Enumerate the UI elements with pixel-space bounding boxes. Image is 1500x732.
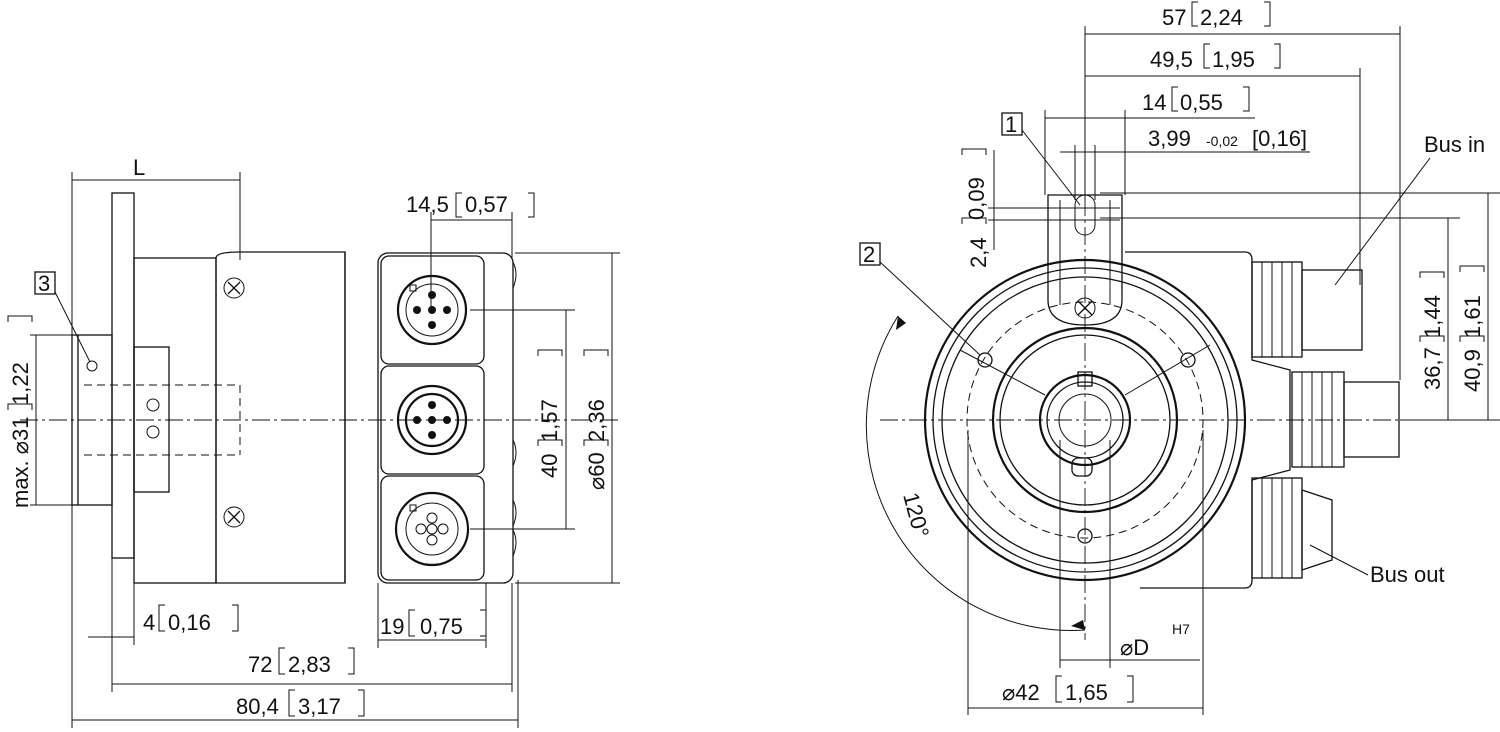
dim-40-9: 40,9 xyxy=(1460,349,1485,392)
dim-L: L xyxy=(133,155,145,180)
screw-icon-top xyxy=(223,277,245,299)
dim-1-95: 1,95 xyxy=(1212,47,1255,72)
side-view: L 14,5 0,57 40 1,57 ⌀60 2,36 max. ⌀31 1,… xyxy=(7,155,620,728)
front-view: 57 2,24 49,5 1,95 14 0,55 3,99 -0,02 [0,… xyxy=(859,1,1500,715)
dim-2-83: 2,83 xyxy=(288,652,331,677)
cable-gland-icon-in xyxy=(1251,261,1363,358)
connector-icon-3 xyxy=(394,491,470,567)
dim-2-24: 2,24 xyxy=(1200,5,1243,30)
dim-H7: H7 xyxy=(1172,621,1190,637)
dim-4: 4 xyxy=(143,610,155,635)
screw-icon-bottom xyxy=(223,506,245,528)
dim-1-22: 1,22 xyxy=(8,362,33,405)
dim-0-75: 0,75 xyxy=(420,614,463,639)
bus-in-label: Bus in xyxy=(1424,132,1485,157)
dim-57: 57 xyxy=(1162,5,1186,30)
dim-49-5: 49,5 xyxy=(1150,47,1193,72)
dim-0-55: 0,55 xyxy=(1180,90,1223,115)
cable-gland-icon-mid xyxy=(1291,371,1400,468)
cable-gland-icon-out xyxy=(1251,477,1333,579)
dim-1-57: 1,57 xyxy=(537,399,562,442)
dim-2-36: 2,36 xyxy=(584,399,609,442)
dim-tolerance: -0,02 xyxy=(1206,133,1238,149)
dim-1-61: 1,61 xyxy=(1460,295,1485,338)
dim-40: 40 xyxy=(537,454,562,478)
dim-36-7: 36,7 xyxy=(1420,347,1445,390)
dim-2-4: 2,4 xyxy=(966,237,991,268)
dim-14-5: 14,5 xyxy=(406,192,449,217)
dim-0-16: 0,16 xyxy=(168,610,211,635)
dim-3-99: 3,99 xyxy=(1148,126,1191,151)
dim-19: 19 xyxy=(380,614,404,639)
dim-0-09: 0,09 xyxy=(964,177,989,220)
label-3: 3 xyxy=(38,271,50,296)
dim-1-65: 1,65 xyxy=(1065,680,1108,705)
dim-31: max. ⌀31 xyxy=(8,416,33,508)
dim-1-44: 1,44 xyxy=(1420,295,1445,338)
connector-icon-1 xyxy=(396,274,468,346)
label-1: 1 xyxy=(1005,112,1017,137)
dim-3-17: 3,17 xyxy=(298,694,341,719)
clamp-screw-icon xyxy=(1074,297,1096,319)
dim-0-16-b: [0,16] xyxy=(1252,126,1307,151)
dim-14: 14 xyxy=(1142,90,1166,115)
label-2: 2 xyxy=(863,242,875,267)
dim-60: ⌀60 xyxy=(584,452,609,490)
dim-D: ⌀D xyxy=(1120,635,1149,660)
connector-icon-2 xyxy=(396,384,468,456)
dim-42: ⌀42 xyxy=(1002,680,1040,705)
angle-120: 120° xyxy=(898,490,934,540)
dim-72: 72 xyxy=(248,652,272,677)
dim-80-4: 80,4 xyxy=(236,694,279,719)
bus-out-label: Bus out xyxy=(1370,562,1445,587)
dim-0-57: 0,57 xyxy=(465,192,508,217)
